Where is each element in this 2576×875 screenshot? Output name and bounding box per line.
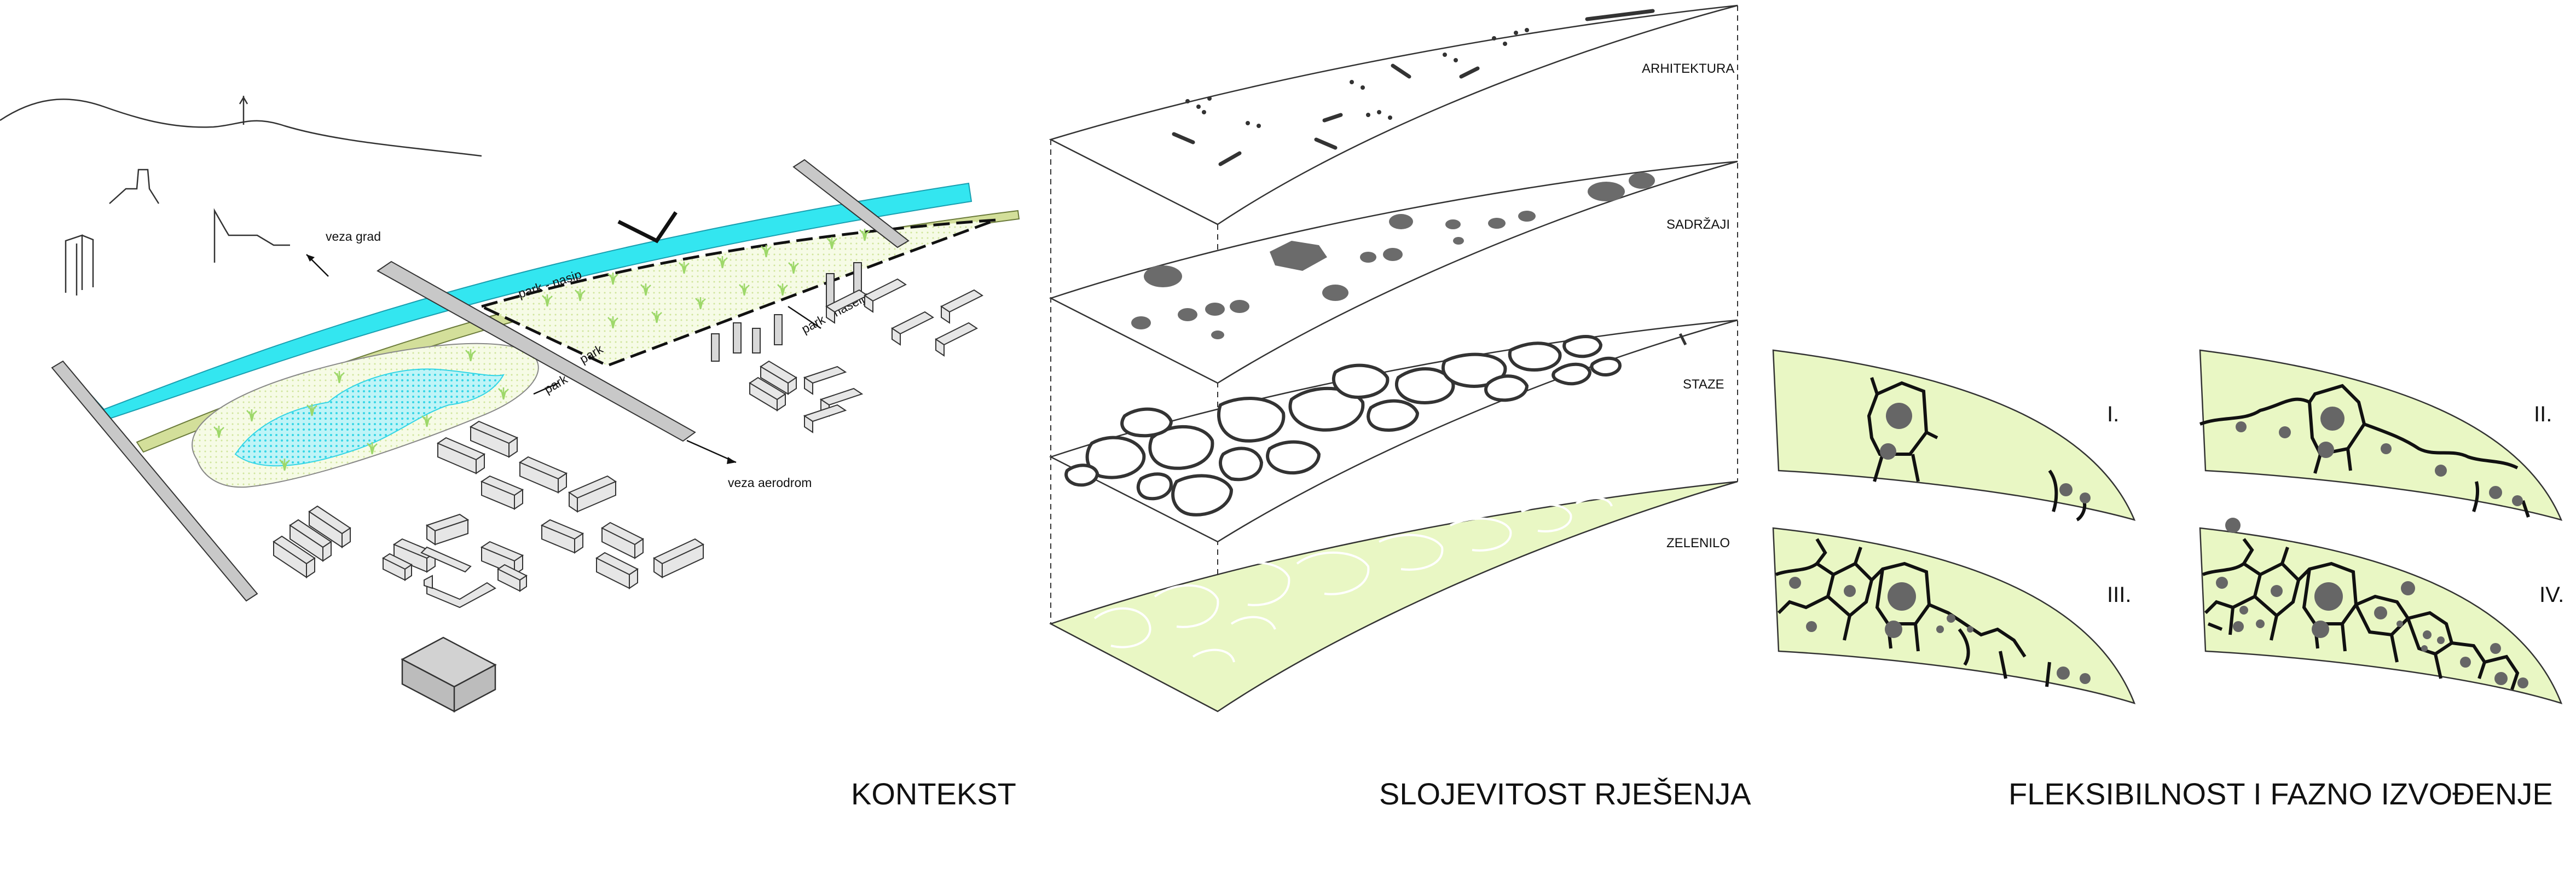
staze-edge-mark (1678, 333, 1687, 346)
phase-1: I. (1772, 349, 2136, 521)
park-zone-main (477, 218, 997, 367)
skyline-crane (213, 208, 290, 263)
layer-arhitektura (1049, 4, 1738, 225)
caption-fleksibilnost: FLEKSIBILNOST I FAZNO IZVOĐENJE (2008, 777, 2553, 811)
path-network (1064, 335, 1622, 517)
phase-label-1: I. (2107, 402, 2119, 426)
arrow-veza-grad-head (306, 254, 315, 262)
large-block-side (401, 658, 496, 713)
road-west (51, 360, 258, 602)
skyline-tower (65, 234, 94, 295)
park-zone-arrow (617, 211, 678, 244)
road-east (792, 159, 910, 248)
layer-label-sadrzaji: SADRŽAJI (1666, 217, 1730, 232)
caption-kontekst: KONTEKST (851, 777, 1016, 811)
phases-panel: I. II. (1772, 349, 2564, 704)
context-panel: veza grad park - nasip park - naselje pa… (0, 96, 1020, 713)
architecture-dots (1185, 28, 1529, 128)
layer-sadrzaji (1049, 160, 1738, 384)
caption-slojevitost: SLOJEVITOST RJEŠENJA (1379, 777, 1751, 811)
label-veza-aerodrom: veza aerodrom (728, 476, 812, 490)
hill-antenna (239, 96, 248, 125)
content-blobs (1131, 172, 1655, 339)
phase-3: III. (1772, 527, 2136, 704)
columns (711, 262, 862, 362)
layer-zelenilo (1049, 480, 1738, 712)
hill-outline (0, 98, 482, 157)
road-center (377, 260, 696, 442)
phase-4: IV. (2199, 518, 2564, 704)
label-veza-grad: veza grad (326, 229, 381, 244)
arrow-veza-aerodrom-head (727, 457, 736, 464)
lake (234, 368, 505, 467)
phase-label-4: IV. (2539, 583, 2564, 607)
building-blocks (273, 278, 983, 609)
river (90, 182, 972, 420)
architecture-marks (1172, 9, 1655, 166)
layer-label-zelenilo: ZELENILO (1666, 536, 1730, 551)
layers-panel: ARHITEKTURA SADRŽAJI STAZE ZELENILO (1049, 4, 1738, 712)
layer-label-arhitektura: ARHITEKTURA (1642, 61, 1734, 76)
green-veins (1093, 497, 1613, 663)
phase-label-3: III. (2107, 583, 2131, 607)
arrow-park-left (533, 382, 559, 395)
skyline-building (109, 169, 160, 204)
layer-label-staze: STAZE (1683, 377, 1724, 392)
arrow-park-naselje (788, 305, 821, 329)
phase-2: II. (2199, 349, 2563, 521)
phase-label-2: II. (2534, 402, 2552, 426)
